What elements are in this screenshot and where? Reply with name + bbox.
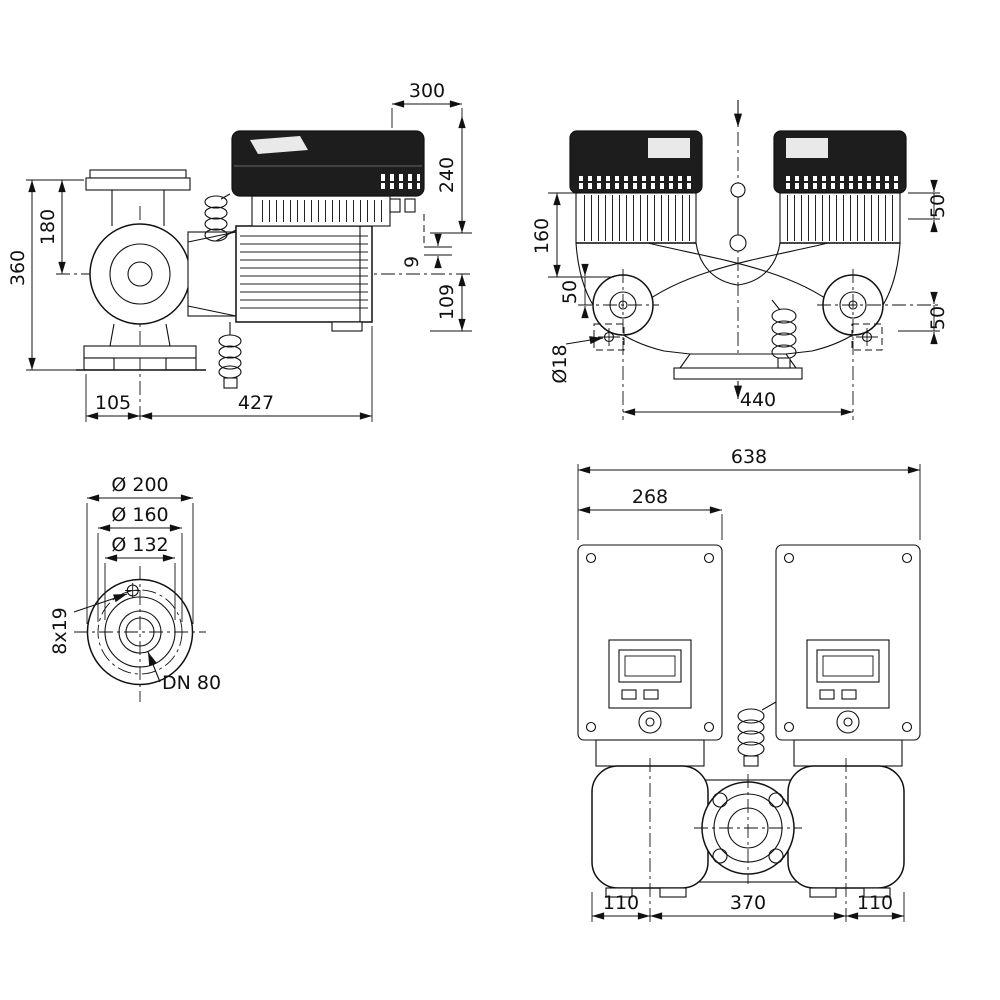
dim-dn80-label: DN 80: [162, 672, 221, 694]
cable-gland: [404, 198, 416, 213]
pump-volute: [89, 223, 191, 325]
gauge-port-upper: [730, 182, 746, 198]
discharge-flange: [673, 367, 803, 380]
foot-pad: [605, 887, 633, 898]
display-panel: [806, 639, 890, 709]
module-vents: [378, 174, 420, 189]
dim-110-left-label: 110: [603, 892, 639, 914]
button: [621, 689, 637, 700]
dim-9-label: 9: [401, 256, 423, 268]
dim-18-label: Ø18: [549, 344, 571, 383]
dim-180-label: 180: [37, 209, 59, 245]
dim-50-right-bottom-label: 50: [927, 306, 949, 330]
dim-427-label: 427: [238, 392, 274, 414]
dim-110-right-label: 110: [857, 892, 893, 914]
display-screen: [618, 649, 682, 683]
side-view-dimensions: 300 240 180 360 109 9 105 427: [7, 80, 472, 422]
foot-pad: [809, 887, 837, 898]
pump-base: [83, 345, 197, 359]
module-vents-left: [578, 176, 694, 189]
front-view: 160 50 50 50 Ø18 440: [531, 100, 949, 420]
top-view: 638 268 110 370 110: [577, 446, 921, 922]
lantern: [187, 231, 237, 317]
cable-coil-bottom: [218, 322, 242, 389]
button: [643, 689, 659, 700]
display-panel: [608, 639, 692, 709]
flange-view: Ø 200 Ø 160 Ø 132 8x19 DN 80: [49, 474, 221, 702]
dim-638-label: 638: [731, 446, 767, 468]
motor-top-right: [793, 739, 903, 767]
suction-flange: [85, 177, 191, 191]
module-display-right: [786, 138, 828, 158]
foot-pad: [659, 887, 687, 898]
dim-160-label: 160: [531, 218, 553, 254]
flange-outer-circle: [86, 578, 194, 686]
drain-hole-right: [851, 323, 883, 351]
dim-440-label: 440: [740, 389, 776, 411]
control-knob: [836, 710, 860, 734]
module-vents-right: [782, 176, 898, 189]
side-view: 300 240 180 360 109 9 105 427: [7, 80, 472, 424]
gauge-port-lower: [729, 234, 747, 252]
control-knob: [638, 710, 662, 734]
bore-circle: [118, 610, 162, 654]
raised-face-circle: [104, 596, 176, 668]
crossover-channel: [647, 242, 837, 307]
foot-pad: [863, 887, 891, 898]
cable-connector: [223, 377, 238, 389]
crossover-channel: [639, 242, 829, 307]
dim-268-label: 268: [632, 486, 668, 508]
flange-view-dimensions: Ø 200 Ø 160 Ø 132 8x19 DN 80: [49, 474, 221, 694]
dim-8x19-label: 8x19: [49, 607, 71, 655]
cable-coil-front: [771, 299, 797, 369]
dim-105-label: 105: [95, 392, 131, 414]
dim-370-label: 370: [730, 892, 766, 914]
bolt-hole: [125, 583, 141, 598]
dim-360-label: 360: [7, 250, 29, 286]
top-view-dimensions: 638 268 110 370 110: [577, 446, 921, 922]
dim-200-label: Ø 200: [111, 474, 168, 496]
dim-160-flange-label: Ø 160: [111, 504, 168, 526]
cable-coil-top: [204, 193, 237, 242]
cable-gland: [389, 198, 401, 213]
bolt-circle: [97, 589, 183, 675]
cable-coil-top-view: [737, 701, 777, 767]
motor-support: [331, 321, 363, 332]
dim-50-left-label: 50: [559, 280, 581, 304]
top-module-right: [775, 544, 921, 741]
dim-300-label: 300: [409, 80, 445, 102]
module-display-glare: [250, 136, 308, 154]
dim-132-label: Ø 132: [111, 534, 168, 556]
cable-connector: [743, 755, 759, 767]
suction-flange-top: [694, 774, 802, 884]
dim-109-label: 109: [436, 284, 458, 320]
dim-50-right-top-label: 50: [927, 194, 949, 218]
button: [819, 689, 835, 700]
display-screen: [816, 649, 880, 683]
counter-flange: [89, 169, 187, 179]
motor-fins: [240, 230, 368, 314]
cable-connector: [777, 357, 791, 369]
button: [841, 689, 857, 700]
module-display-left: [648, 138, 690, 158]
top-module-left: [577, 544, 723, 741]
front-view-dimensions: 160 50 50 50 Ø18 440: [531, 179, 949, 420]
dim-240-label: 240: [436, 157, 458, 193]
